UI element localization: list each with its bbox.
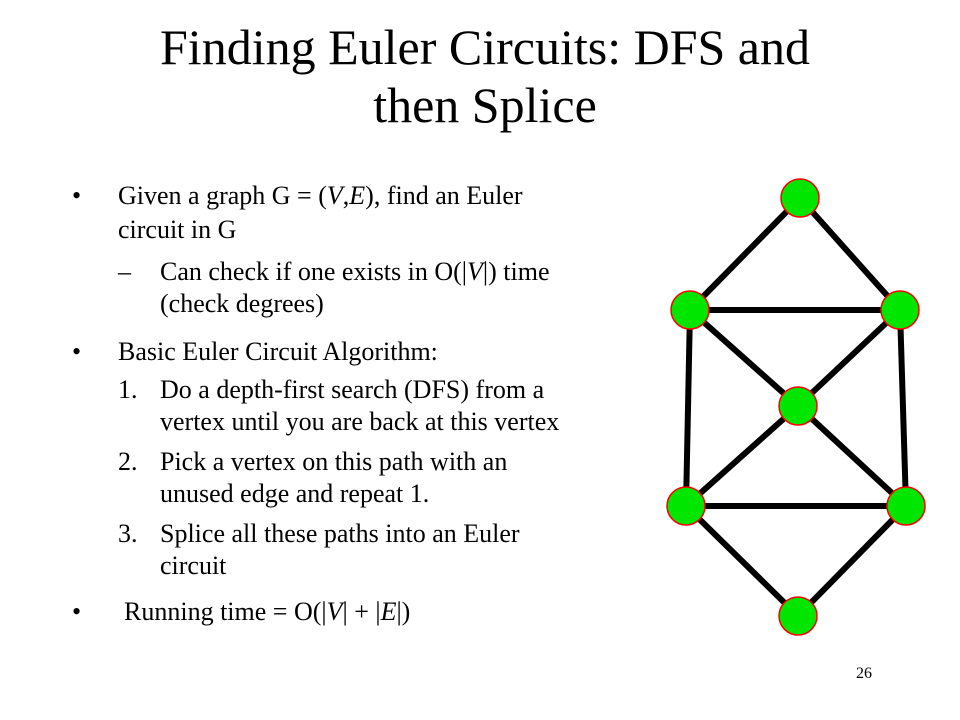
edge-center-lower-right <box>795 403 909 509</box>
text-run-italic: E <box>349 181 366 210</box>
slide-title: Finding Euler Circuits: DFS and then Spl… <box>70 18 900 134</box>
step-1-number: 1. <box>118 375 138 404</box>
edge-upper-left-center <box>688 307 800 409</box>
step-2-line-2: unused edge and repeat 1. <box>160 479 430 508</box>
bullet-3-glyph: • <box>72 597 82 626</box>
title-line-2: then Splice <box>373 77 597 133</box>
graph-edges <box>683 195 909 619</box>
edge-center-lower-left <box>684 403 800 509</box>
step-1-line-2: vertex until you are back at this vertex <box>160 407 560 436</box>
edge-upper-right-lower-right <box>897 309 909 507</box>
bullet-2-heading: Basic Euler Circuit Algorithm: <box>118 337 438 366</box>
edge-upper-left-lower-left <box>683 309 693 507</box>
bullet-1-line-1: Given a graph G = (V,E), find an Euler <box>118 181 523 211</box>
text-run: |) <box>396 597 411 626</box>
title-line-1: Finding Euler Circuits: DFS and <box>160 19 810 75</box>
edge-top-upper-right <box>797 196 903 312</box>
text-run-italic: V <box>467 257 483 286</box>
bullet-3-line: Running time = O(|V| + |E|) <box>124 597 410 627</box>
slide-number: 26 <box>856 665 872 682</box>
bullet-1-glyph: • <box>72 181 82 210</box>
text-run-italic: E <box>380 597 397 626</box>
node-lower-right <box>886 486 926 526</box>
step-2-line-1: Pick a vertex on this path with an <box>160 447 508 476</box>
sub-bullet-dash: – <box>118 257 131 286</box>
text-run-italic: V <box>326 597 343 626</box>
step-3-line-2: circuit <box>160 551 227 580</box>
node-bottom <box>778 596 818 636</box>
text-run-italic: V <box>326 181 343 210</box>
edge-top-upper-left <box>687 195 803 313</box>
graph-nodes <box>666 178 926 636</box>
edge-lower-left-bottom <box>683 503 801 619</box>
text-run: | + | <box>342 597 381 626</box>
step-3-number: 3. <box>118 519 138 548</box>
text-run: Given a graph G = ( <box>118 181 327 210</box>
step-3-line-1: Splice all these paths into an Euler <box>160 519 520 548</box>
edge-upper-right-center <box>795 307 903 409</box>
text-run: Can check if one exists in O(| <box>160 257 468 286</box>
sub-bullet-line-1: Can check if one exists in O(|V|) time <box>160 257 549 287</box>
text-run: ), find an Euler <box>365 181 523 210</box>
node-upper-left <box>670 290 710 330</box>
node-lower-left <box>666 486 706 526</box>
text-run: Running time = O(| <box>124 597 327 626</box>
step-2-number: 2. <box>118 447 138 476</box>
bullet-1-line-2: circuit in G <box>118 215 237 244</box>
node-upper-right <box>880 290 920 330</box>
sub-bullet-line-2: (check degrees) <box>160 289 324 318</box>
text-run: , <box>342 181 350 210</box>
node-center <box>778 386 818 426</box>
text-run: |) time <box>482 257 550 286</box>
node-top <box>780 178 820 218</box>
bullet-2-glyph: • <box>72 337 82 366</box>
step-1-line-1: Do a depth-first search (DFS) from a <box>160 375 545 404</box>
edge-lower-right-bottom <box>795 503 909 619</box>
